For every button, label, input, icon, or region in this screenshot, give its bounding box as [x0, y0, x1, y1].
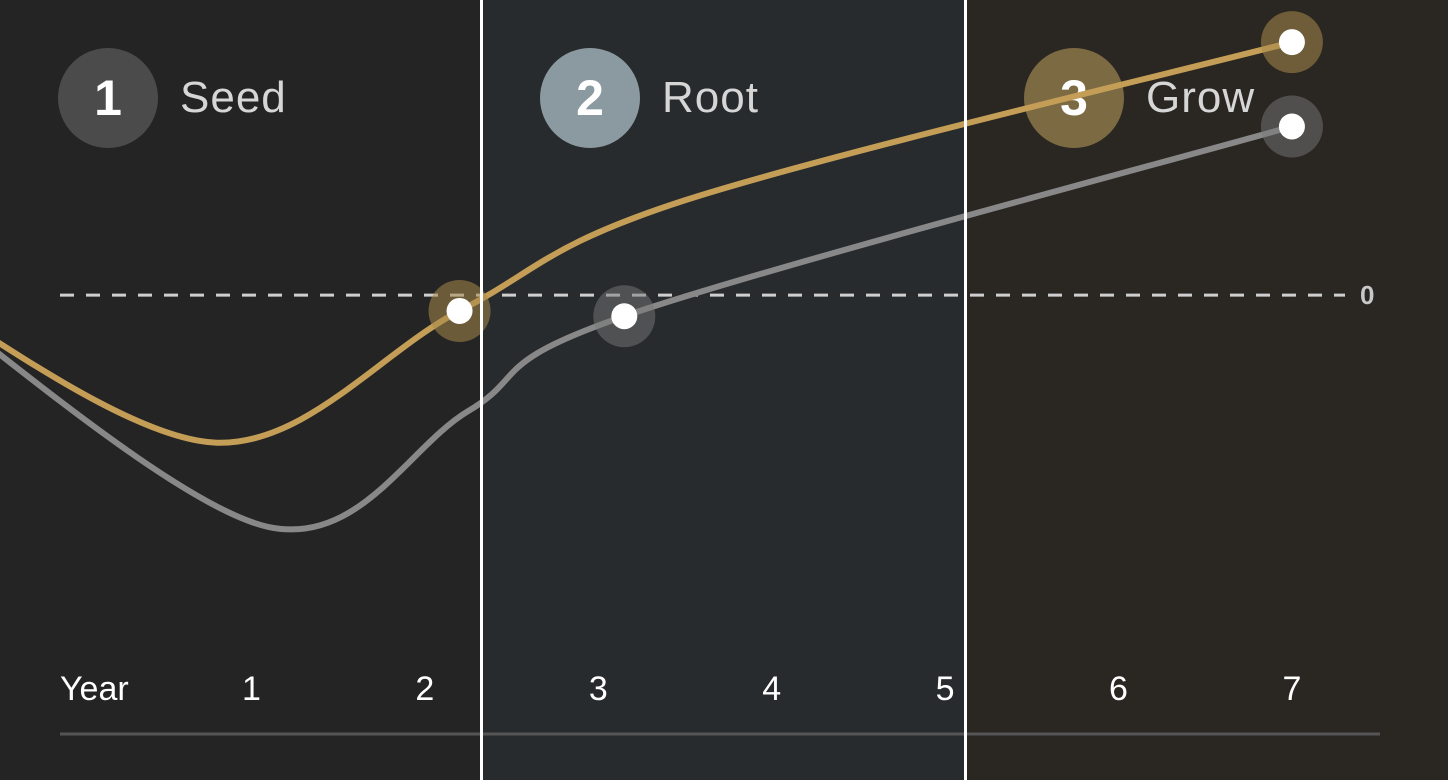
x-tick-labels: 1 2 3 4 5 6 7: [242, 670, 1301, 708]
x-tick-label: 1: [242, 670, 261, 708]
zero-label: 0: [1360, 280, 1374, 310]
phase-root-header: 2 Root: [540, 48, 759, 148]
gray-series-line: [0, 123, 1295, 533]
phase-label: Seed: [180, 73, 287, 122]
gold-data-point: [446, 297, 473, 324]
phase-divider: [964, 0, 967, 780]
series-layer: [0, 11, 1323, 533]
gray-data-point: [1278, 113, 1305, 140]
phase-number-badge: 1: [58, 48, 158, 148]
x-tick-label: 4: [762, 670, 781, 708]
phase-label: Root: [662, 73, 759, 122]
gold-data-point: [1278, 29, 1305, 56]
x-tick-label: 6: [1109, 670, 1128, 708]
phase-seed-header: 1 Seed: [58, 48, 287, 148]
x-tick-label: 7: [1282, 670, 1301, 708]
x-tick-label: 3: [589, 670, 608, 708]
phase-number-badge: 2: [540, 48, 640, 148]
gray-data-point: [611, 303, 638, 330]
gold-series-line: [0, 39, 1295, 446]
x-tick-label: 2: [415, 670, 434, 708]
x-tick-label: 5: [936, 670, 955, 708]
phase-divider: [480, 0, 483, 780]
x-axis-title: Year: [60, 670, 129, 708]
phase-label: Grow: [1146, 73, 1256, 122]
